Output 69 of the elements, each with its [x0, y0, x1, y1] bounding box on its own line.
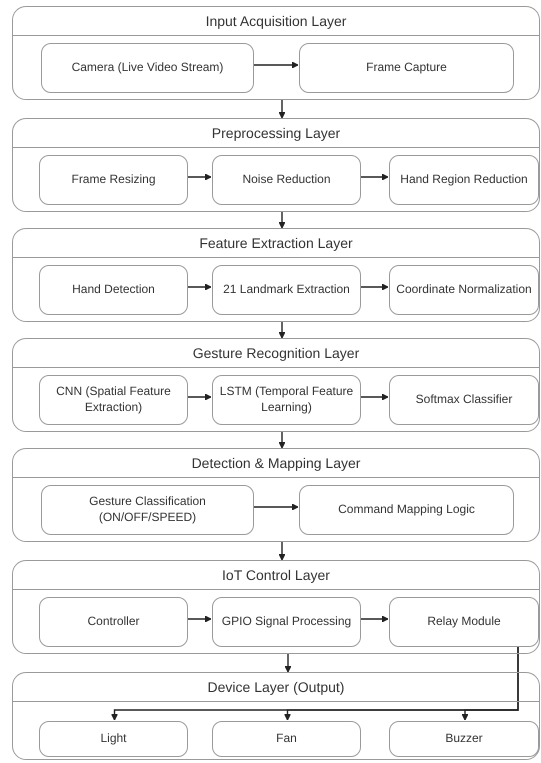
layer-panel: [12, 448, 540, 542]
process-box: [389, 155, 539, 205]
arrow: [278, 100, 286, 118]
process-box: [41, 485, 254, 535]
arrow: [278, 212, 286, 228]
arrow: [462, 646, 519, 720]
layer-title: Gesture Recognition Layer: [192, 345, 360, 361]
arrow: [278, 322, 286, 338]
process-box: [212, 375, 361, 425]
arrow: [360, 174, 388, 180]
process-box: [212, 155, 361, 205]
process-box: [212, 721, 361, 757]
process-box: [41, 43, 254, 93]
process-box: [39, 265, 188, 315]
box-label: Command Mapping Logic: [338, 502, 475, 518]
process-box: [389, 721, 539, 757]
layer-title: Input Acquisition Layer: [206, 13, 346, 29]
box-label: Frame Capture: [366, 60, 447, 76]
process-box: [39, 155, 188, 205]
process-box: [39, 597, 188, 647]
process-box: [299, 485, 514, 535]
box-label: Hand Detection: [72, 282, 155, 298]
process-box: [39, 721, 188, 757]
box-label: CNN (Spatial Feature Extraction): [55, 384, 172, 416]
process-box: [389, 265, 539, 315]
arrow: [253, 62, 298, 68]
box-label: 21 Landmark Extraction: [223, 282, 350, 298]
box-label: Controller: [87, 614, 140, 630]
layer-title: Feature Extraction Layer: [199, 235, 353, 251]
box-label: Gesture Classification (ON/OFF/SPEED): [88, 494, 207, 526]
layer-title: Preprocessing Layer: [212, 125, 340, 141]
arrow: [278, 432, 286, 448]
layer-panel: [12, 118, 540, 212]
arrow: [187, 616, 212, 622]
arrow: [360, 394, 388, 400]
process-box: [389, 375, 539, 425]
arrow: [187, 284, 212, 290]
box-label: GPIO Signal Processing: [222, 614, 352, 630]
layer-title: Device Layer (Output): [208, 679, 344, 695]
layer-title: Detection & Mapping Layer: [192, 455, 360, 471]
box-label: Softmax Classifier: [416, 392, 512, 408]
box-label: Frame Resizing: [71, 172, 156, 188]
box-label: Relay Module: [427, 614, 501, 630]
process-box: [212, 265, 361, 315]
process-box: [39, 375, 188, 425]
layer-panel: [12, 6, 540, 100]
box-label: Coordinate Normalization: [396, 282, 532, 298]
box-label: Hand Region Reduction: [400, 172, 528, 188]
layer-panel: [12, 560, 540, 654]
arrow: [360, 616, 388, 622]
box-label: Fan: [276, 731, 297, 747]
process-box: [389, 597, 539, 647]
arrow: [187, 394, 212, 400]
arrow: [253, 504, 298, 510]
box-label: Noise Reduction: [242, 172, 331, 188]
box-label: LSTM (Temporal Feature Learning): [218, 384, 354, 416]
layer-panel: [12, 228, 540, 322]
arrow: [187, 174, 212, 180]
layer-title: IoT Control Layer: [222, 567, 330, 583]
layer-panel: [12, 672, 540, 760]
arrow: [284, 654, 292, 672]
arrow: [278, 542, 286, 560]
layer-panel: [12, 338, 540, 432]
box-label: Light: [100, 731, 127, 747]
process-box: [212, 597, 361, 647]
box-label: Camera (Live Video Stream): [72, 60, 224, 76]
process-box: [299, 43, 514, 93]
arrow: [360, 284, 388, 290]
box-label: Buzzer: [445, 731, 483, 747]
